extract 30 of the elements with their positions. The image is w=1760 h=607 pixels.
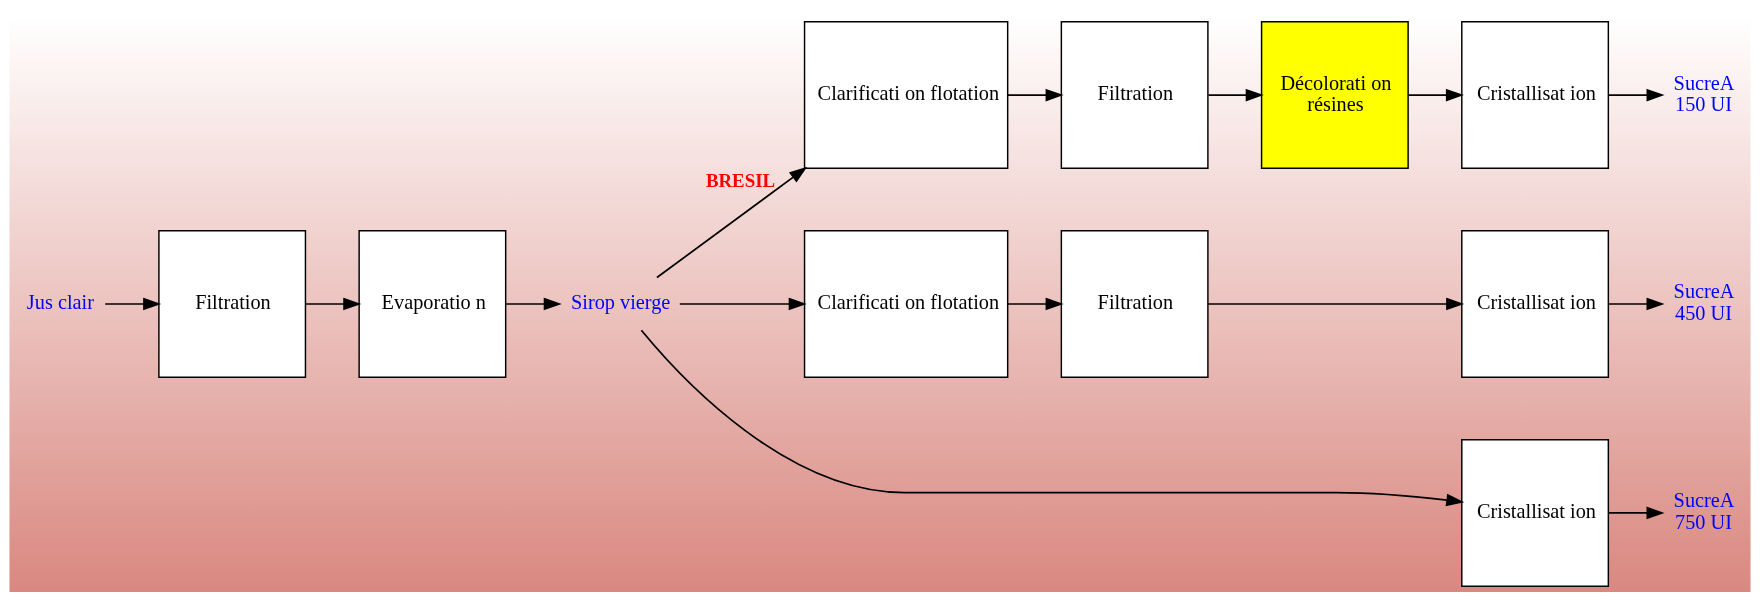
node-box: Clarificati on flotation [803,20,1009,169]
arrow [1607,297,1665,310]
arrow [656,166,808,278]
edge-label: BRESIL [705,169,776,191]
node-box: Clarificati on flotation [803,229,1009,378]
node-box: Evaporatio n [358,229,507,378]
node-text: SucreA 750 UI [1673,488,1735,533]
arrow [640,328,1465,506]
node-box: Filtration [158,229,307,378]
node-text: SucreA 150 UI [1673,71,1735,115]
arrow [104,297,162,310]
node-box: Filtration [1060,229,1209,378]
arrow [678,297,807,310]
arrow [1207,88,1264,101]
arrow [305,297,362,310]
node-text: SucreA 450 UI [1673,279,1735,324]
node-box: Filtration [1060,20,1209,169]
arrow [1607,88,1665,101]
node-box: Cristallisat ion [1461,438,1610,587]
node-box: Décolorati on résines [1260,20,1409,169]
arrow [1607,506,1665,519]
arrow [1006,88,1064,101]
arrow [1407,88,1464,101]
arrow [1006,297,1064,310]
node-text: Jus clair [26,290,94,313]
node-box: Cristallisat ion [1461,20,1610,169]
arrow [1207,297,1465,310]
node-text: Sirop vierge [570,290,671,313]
arrow [505,297,562,310]
node-box: Cristallisat ion [1461,229,1610,378]
